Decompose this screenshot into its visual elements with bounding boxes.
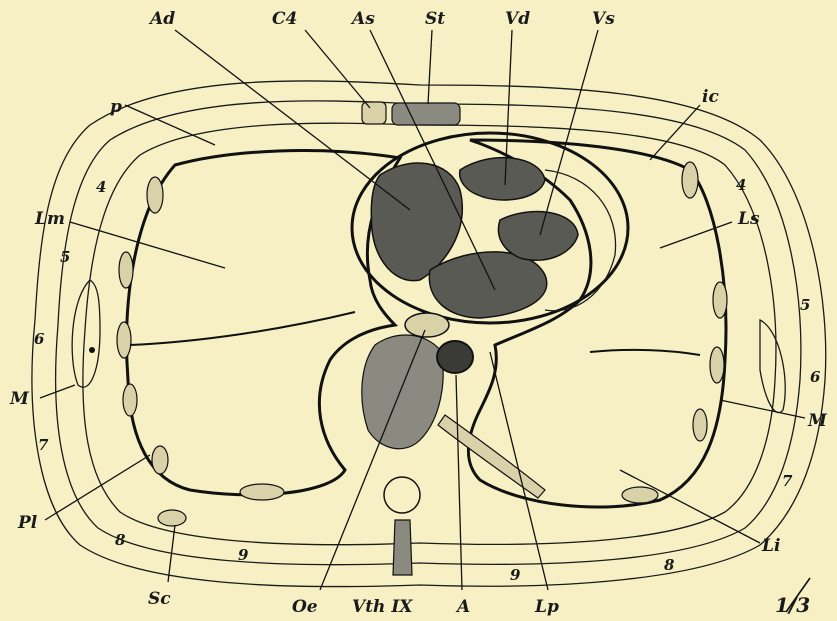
label-Pl: Pl	[17, 513, 38, 533]
costal-cartilage-c4	[362, 102, 386, 124]
rib-right-1	[682, 162, 698, 198]
rib-right-5	[622, 487, 658, 503]
rib-number-right-5: 5	[800, 296, 810, 314]
rib-number-left-4: 4	[96, 178, 106, 196]
rib-left-5	[152, 446, 168, 474]
rib-right-4	[693, 409, 707, 441]
leader-Pl	[45, 455, 150, 520]
label-M-right: M	[807, 411, 828, 431]
rib-number-right-8: 8	[664, 556, 675, 574]
rib-left-4	[123, 384, 137, 416]
left-atrium	[429, 252, 546, 318]
label-Vd: Vd	[505, 9, 530, 29]
leader-Lp	[490, 352, 548, 590]
leader-Vs	[540, 30, 598, 235]
rib-number-right-4: 4	[736, 176, 746, 194]
rib-left-1	[147, 177, 163, 213]
leader-Ls	[660, 222, 732, 248]
leader-M-left	[40, 385, 75, 398]
rib-number-right-9: 9	[510, 566, 521, 584]
label-Lp: Lp	[534, 597, 559, 617]
label-St: St	[425, 9, 445, 29]
vertebral-body	[362, 335, 443, 449]
label-Lm: Lm	[34, 209, 65, 229]
right-lung-fissure	[130, 312, 355, 345]
label-Ls: Ls	[737, 209, 760, 229]
label-Li: Li	[761, 536, 780, 556]
rib-right-2	[713, 282, 727, 318]
leader-A	[456, 375, 462, 590]
label-VthIX: Vth IX	[352, 597, 413, 617]
rib-number-left-7: 7	[38, 436, 49, 454]
label-Oe: Oe	[292, 597, 318, 617]
label-A: A	[455, 597, 470, 617]
scapula-dot	[89, 347, 95, 353]
right-lung-pleura	[127, 151, 400, 495]
rib-left-2	[119, 252, 133, 288]
leader-ic	[650, 105, 700, 160]
label-As: As	[350, 9, 375, 29]
scale-label: 1/3	[775, 593, 810, 617]
rib-right-3	[710, 347, 724, 383]
label-M-left: M	[9, 389, 30, 409]
rib-left-3	[117, 322, 131, 358]
label-Vs: Vs	[592, 9, 615, 29]
sternum	[392, 103, 460, 125]
rib-number-left-6: 6	[34, 330, 45, 348]
leader-St	[428, 30, 432, 104]
label-p: p	[110, 97, 122, 117]
rib-number-left-5: 5	[60, 248, 70, 266]
rib-left-7	[158, 510, 186, 526]
spinous-process	[393, 520, 412, 575]
leader-M-right	[720, 400, 805, 418]
scapula-left	[72, 280, 100, 387]
rib-number-left-9: 9	[238, 546, 249, 564]
label-Ad: Ad	[148, 9, 175, 29]
oesophagus	[405, 313, 449, 337]
left-ventricle	[498, 212, 578, 261]
aorta	[437, 341, 473, 373]
spinal-canal	[384, 477, 420, 513]
label-ic: ic	[702, 87, 719, 107]
scapula-right	[760, 320, 785, 413]
rib-number-left-8: 8	[115, 531, 126, 549]
label-C4: C4	[272, 9, 297, 29]
right-ventricle	[460, 158, 545, 200]
rib-number-right-6: 6	[810, 368, 821, 386]
label-Sc: Sc	[148, 589, 171, 609]
rib-number-right-7: 7	[782, 472, 793, 490]
left-lung-fissure	[590, 350, 700, 355]
rib-left-6	[240, 484, 284, 500]
leader-Li	[620, 470, 760, 543]
leader-C4	[305, 30, 370, 108]
